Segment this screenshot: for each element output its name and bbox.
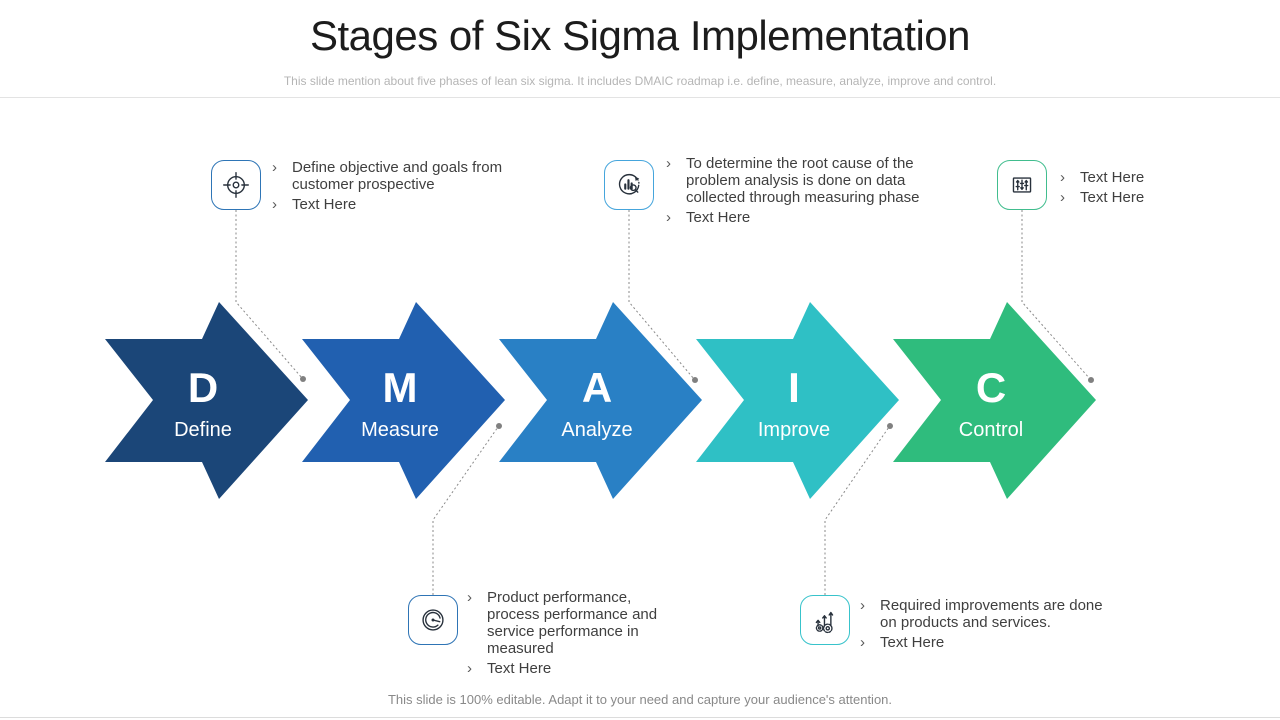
note-item: › Product performance, process performan… [467, 589, 682, 657]
connector-dot [887, 423, 893, 429]
sliders-icon [997, 160, 1047, 210]
arrow-shape-measure [302, 302, 505, 499]
note-text: Text Here [487, 660, 552, 677]
note-item: › Required improvements are done on prod… [860, 597, 1112, 631]
connector-control [1021, 210, 1091, 380]
note-item: › Text Here [272, 196, 510, 213]
footer-note: This slide is 100% editable. Adapt it to… [387, 692, 893, 707]
connector-dot [692, 377, 698, 383]
callout-define: › Define objective and goals from custom… [272, 159, 510, 216]
callout-control: › Text Here › Text Here [1060, 169, 1180, 209]
arrow-shape-analyze [499, 302, 702, 499]
connector-improve [824, 426, 890, 595]
connector-dot [496, 423, 502, 429]
growth-gears-icon [800, 595, 850, 645]
bullet-glyph: › [666, 209, 671, 226]
bullet-glyph: › [1060, 169, 1065, 186]
arrow-shape-control [893, 302, 1096, 499]
note-text: Define objective and goals from customer… [292, 159, 503, 193]
callout-measure: › Product performance, process performan… [467, 589, 682, 680]
note-item: › Text Here [1060, 189, 1180, 206]
bullet-glyph: › [860, 597, 865, 614]
target-icon [211, 160, 261, 210]
arrow-shape-define [105, 302, 308, 499]
note-text: Text Here [686, 209, 751, 226]
connector-dot [1088, 377, 1094, 383]
connector-analyze [628, 210, 695, 380]
note-item: › Text Here [467, 660, 682, 677]
bullet-glyph: › [467, 660, 472, 677]
note-item: › Define objective and goals from custom… [272, 159, 510, 193]
bullet-glyph: › [272, 196, 277, 213]
arrow-shape-improve [696, 302, 899, 499]
page-title: Stages of Six Sigma Implementation [309, 12, 971, 59]
callout-improve: › Required improvements are done on prod… [860, 597, 1112, 654]
bullet-glyph: › [467, 589, 472, 606]
note-text: Text Here [880, 634, 945, 651]
callout-analyze: › To determine the root cause of the pro… [666, 155, 924, 229]
bullet-glyph: › [666, 155, 671, 172]
note-item: › Text Here [666, 209, 924, 226]
note-text: Text Here [1080, 169, 1145, 186]
bullet-glyph: › [1060, 189, 1065, 206]
bullet-glyph: › [860, 634, 865, 651]
bullet-glyph: › [272, 159, 277, 176]
connector-define [235, 210, 303, 379]
slide-subtitle: This slide mention about five phases of … [283, 74, 997, 88]
connector-dot [300, 376, 306, 382]
gauge-icon [408, 595, 458, 645]
chart-search-icon [604, 160, 654, 210]
header-divider [0, 97, 1280, 98]
note-text: Required improvements are done on produc… [880, 597, 1103, 631]
note-text: Product performance, process performance… [487, 589, 658, 657]
note-text: To determine the root cause of the probl… [686, 155, 920, 206]
note-item: › To determine the root cause of the pro… [666, 155, 924, 206]
note-item: › Text Here [1060, 169, 1180, 186]
note-text: Text Here [292, 196, 357, 213]
note-text: Text Here [1080, 189, 1145, 206]
bottom-divider [0, 717, 1280, 718]
note-item: › Text Here [860, 634, 1112, 651]
